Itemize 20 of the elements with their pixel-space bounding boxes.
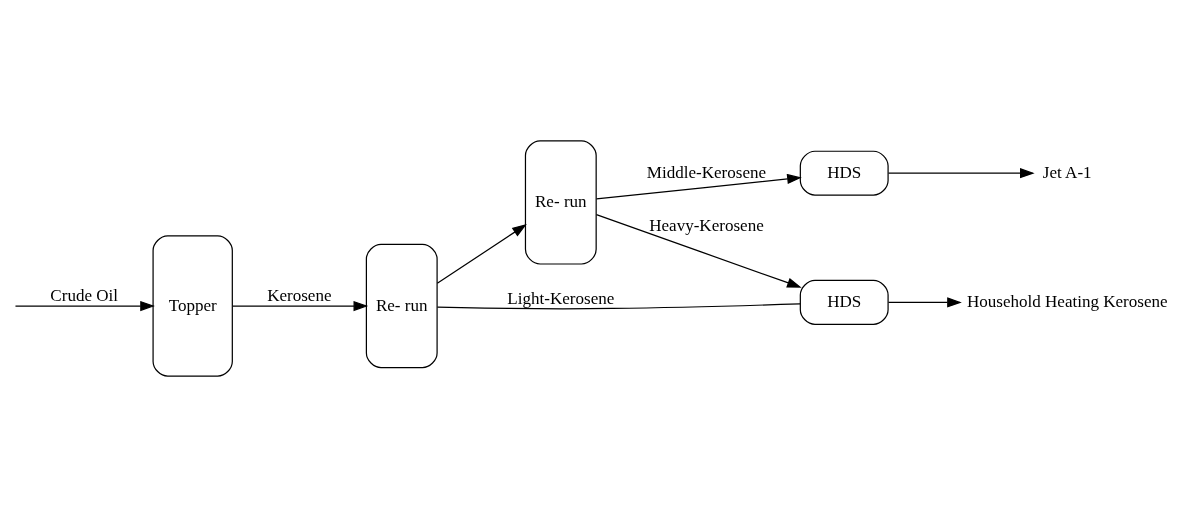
arrow	[232, 300, 369, 312]
arrow	[887, 297, 962, 308]
edge-label: Middle-Kerosene	[646, 163, 767, 183]
arrow	[595, 173, 802, 200]
edge-label: Crude Oil	[50, 286, 119, 306]
node-box: Re- run	[365, 243, 438, 369]
connector	[436, 303, 801, 310]
edge-label: Heavy-Kerosene	[649, 215, 764, 235]
edge-label: Kerosene	[267, 286, 332, 306]
node-text: Household Heating Kerosene	[966, 291, 1168, 311]
arrow	[436, 224, 527, 284]
node-box: HDS	[799, 150, 889, 196]
node-box: Re- run	[524, 140, 597, 265]
node-box: Topper	[152, 235, 233, 377]
node-box: HDS	[799, 279, 889, 325]
arrow	[887, 168, 1035, 179]
edge-label: Light-Kerosene	[507, 288, 615, 308]
arrow	[595, 214, 802, 288]
arrow	[14, 300, 155, 312]
node-text: Jet A-1	[1042, 162, 1092, 182]
